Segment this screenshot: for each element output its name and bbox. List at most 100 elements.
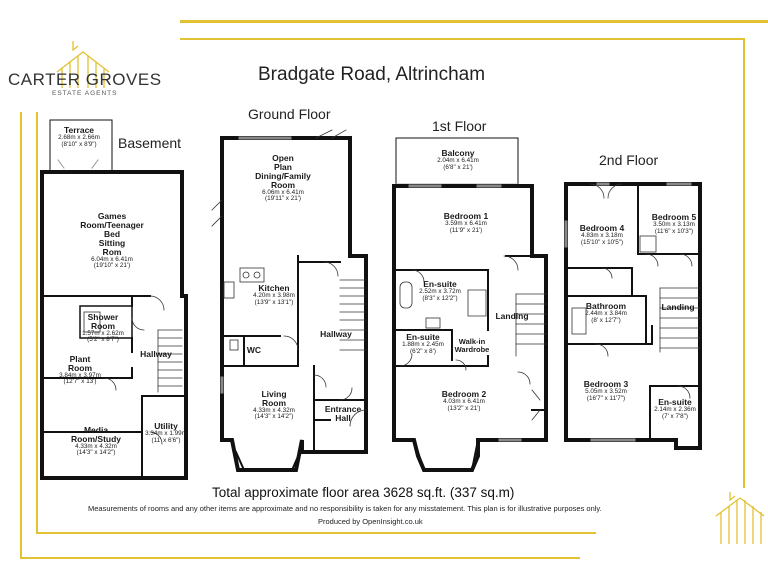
room-imperial: (19'10" x 21') <box>93 262 131 270</box>
room-walk-in-wardrobe: Walk-in Wardrobe <box>455 338 490 354</box>
room-name-line: Sitting <box>98 237 126 248</box>
basement-interior-walls <box>41 295 187 479</box>
second-interior-walls <box>565 183 701 441</box>
room-imperial: (14'3" x 14'2") <box>76 449 116 457</box>
room-name-line: Room/Teenager <box>80 219 144 230</box>
room-imperial: (16'7" x 11'7") <box>586 394 626 402</box>
room-imperial: (11'9" x 21') <box>449 226 483 234</box>
room-imperial: (11' x 6'6") <box>151 436 181 444</box>
room-name: Utility <box>154 421 178 431</box>
room-name-line: Plan <box>274 161 292 172</box>
room-name: En-suite <box>423 279 457 289</box>
room-metric: 4.33m x 4.32m <box>253 406 295 414</box>
house-outline-icon <box>56 41 110 88</box>
room-landing-1: Landing <box>495 312 528 321</box>
room-imperial: (12'7" x 13') <box>63 378 97 386</box>
room-media: Media Room/Study 4.33m x 4.32m (14'3" x … <box>71 426 121 457</box>
room-bathroom: Bathroom 2.44m x 3.84m (8' x 12'7") <box>585 302 627 324</box>
first-bay <box>412 438 480 471</box>
room-name-line: Bed <box>103 228 121 239</box>
room-imperial: (6'2" x 8') <box>410 347 436 355</box>
room-terrace: Terrace 2.68m x 2.66m (8'10" x 8'9") <box>58 126 100 148</box>
room-metric: 2.68m x 2.66m <box>58 133 100 141</box>
room-name-line: Entrance <box>324 404 362 414</box>
room-name-line: Walk-in <box>458 337 486 346</box>
floor-title-basement: Basement <box>118 135 182 151</box>
room-name: Landing <box>661 302 695 312</box>
room-imperial: (11'6" x 10'3") <box>654 227 694 235</box>
room-metric: 4.33m x 4.32m <box>75 442 117 450</box>
room-bedroom-4: Bedroom 4 4.83m x 3.18m (15'10" x 10'5") <box>580 224 624 246</box>
room-name-line: Games <box>97 211 127 221</box>
room-plant: Plant Room 3.84m x 3.97m (12'7" x 13') <box>59 355 101 386</box>
room-name: Terrace <box>63 125 95 135</box>
room-shower: Shower Room 1.57m x 2.62m (5'2" x 8'7") <box>82 313 124 344</box>
room-metric: 4.20m x 3.98m <box>253 291 295 299</box>
basement-terrace <box>49 119 113 173</box>
house-mark-icon <box>715 492 765 544</box>
room-name: Bedroom 5 <box>651 212 697 222</box>
brand-subtitle: ESTATE AGENTS <box>52 90 118 97</box>
ground-bay <box>234 450 302 471</box>
room-utility: Utility 3.34m x 1.99m (11' x 6'6") <box>145 422 187 444</box>
frame-line-top-1 <box>180 20 768 23</box>
room-bedroom-3: Bedroom 3 5.05m x 3.52m (16'7" x 11'7") <box>584 380 628 402</box>
produced-by-text: Produced by OpenInsight.co.uk <box>318 517 423 526</box>
room-metric: 3.34m x 1.99m <box>145 429 187 437</box>
room-metric: 3.59m x 6.41m <box>445 219 487 227</box>
second-plan <box>564 182 702 450</box>
room-name-line: Shower <box>87 312 119 322</box>
room-name: Bedroom 2 <box>441 389 487 399</box>
room-bedroom-5: Bedroom 5 3.50m x 3.13m (11'6" x 10'3") <box>652 213 696 235</box>
frame-line-bottom-2 <box>20 557 580 559</box>
room-metric: 5.05m x 3.52m <box>585 387 627 395</box>
room-imperial: (5'2" x 8'7") <box>87 336 119 344</box>
room-metric: 3.84m x 3.97m <box>59 371 101 379</box>
room-kitchen: Kitchen 4.20m x 3.98m (13'9" x 13'1") <box>253 284 295 306</box>
room-ground-hallway: Hallway <box>320 330 352 339</box>
room-open-plan: Open Plan Dining/Family Room 6.06m x 6.4… <box>255 154 311 203</box>
total-floor-area: Total approximate floor area 3628 sq.ft.… <box>212 485 515 500</box>
room-name-line: Dining/Family <box>255 170 311 181</box>
room-living: Living Room 4.33m x 4.32m (14'3" x 14'2"… <box>253 390 295 421</box>
room-name-line: Rom <box>102 246 122 257</box>
room-name-line: Hall <box>335 412 351 423</box>
room-metric: 3.50m x 3.13m <box>653 220 695 228</box>
room-name: Bedroom 3 <box>583 379 629 389</box>
room-name-line: Room <box>261 397 287 408</box>
room-metric: 2.14m x 2.36m <box>654 405 696 413</box>
room-metric: 6.04m x 6.41m <box>91 255 133 263</box>
room-imperial: (15'10" x 10'5") <box>580 238 624 246</box>
floor-title-second: 2nd Floor <box>599 152 659 168</box>
room-imperial: (8'10" x 8'9") <box>61 140 97 148</box>
room-games: Games Room/Teenager Bed Sitting Rom 6.04… <box>80 212 144 270</box>
room-imperial: (8' x 12'7") <box>591 316 621 324</box>
room-entrance-hall: Entrance Hall <box>325 405 361 423</box>
room-metric: 2.44m x 3.84m <box>585 309 627 317</box>
room-metric: 4.03m x 6.41m <box>443 397 485 405</box>
room-metric: 2.52m x 3.72m <box>419 287 461 295</box>
room-name-line: Room <box>90 320 116 331</box>
ground-plan <box>220 136 368 472</box>
room-wc: WC <box>247 346 261 355</box>
room-imperial: (7' x 7'8") <box>662 412 688 420</box>
page-title: Bradgate Road, Altrincham <box>258 64 486 85</box>
room-name-line: Plant <box>69 354 91 364</box>
room-name-line: Room/Study <box>70 433 122 444</box>
room-name: En-suite <box>658 397 692 407</box>
room-imperial: (14'3" x 14'2") <box>254 413 294 421</box>
frame-line-left-2 <box>36 112 38 532</box>
room-imperial: (8'3" x 12'2") <box>422 294 458 302</box>
first-interior-walls <box>393 255 547 411</box>
room-name: Hallway <box>140 349 172 359</box>
room-metric: 2.04m x 6.41m <box>437 156 479 164</box>
room-name-line: Room <box>270 179 296 190</box>
room-name: Hallway <box>320 329 352 339</box>
room-imperial: (13'9" x 13'1") <box>254 298 294 306</box>
room-imperial: (13'2" x 21') <box>447 404 481 412</box>
room-ensuite-3: En-suite 2.14m x 2.36m (7' x 7'8") <box>654 398 696 420</box>
floor-title-first: 1st Floor <box>432 118 487 134</box>
room-name: Landing <box>495 311 529 321</box>
room-landing-2: Landing <box>661 303 694 312</box>
